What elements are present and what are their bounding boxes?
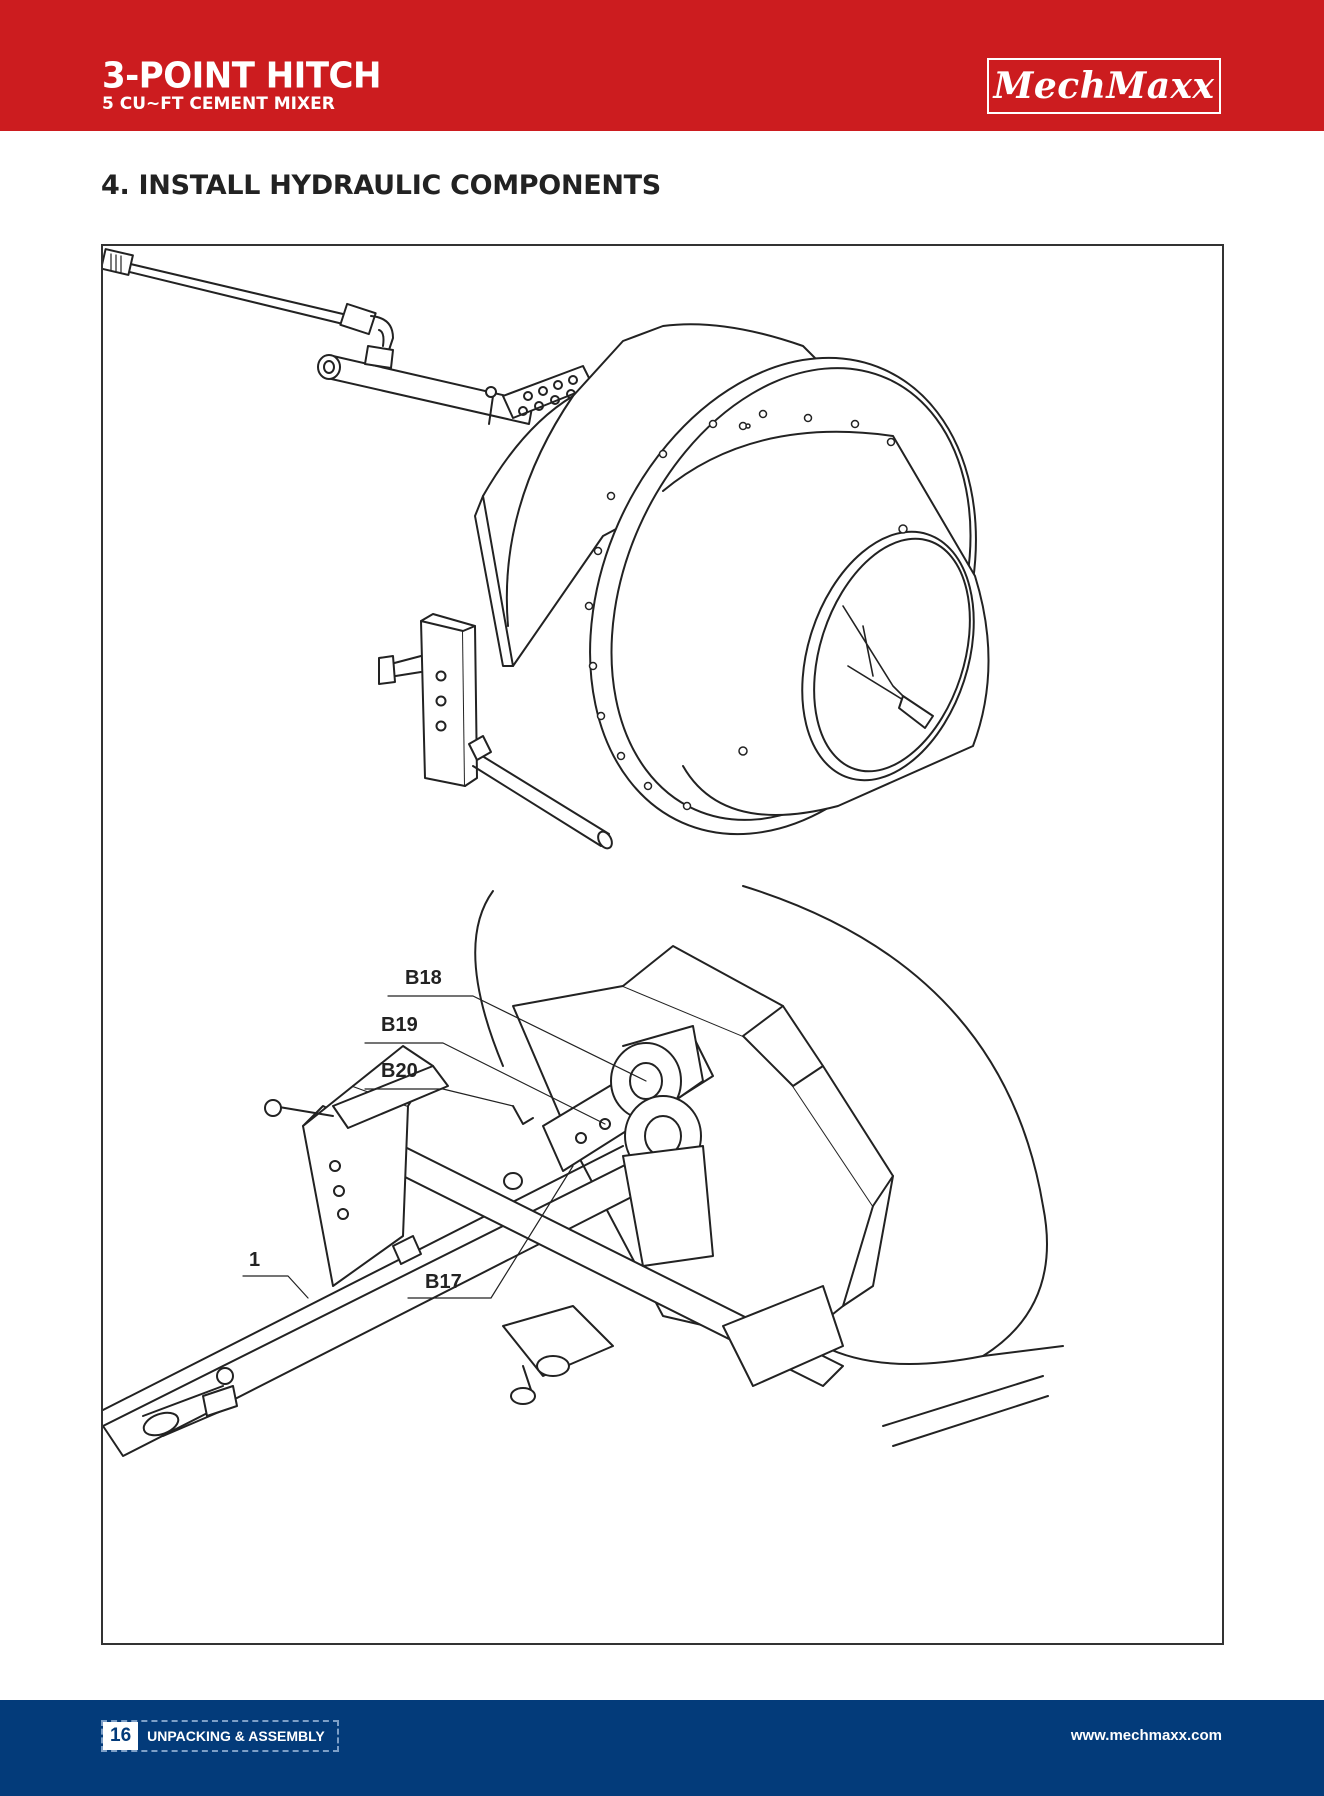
website-link[interactable]: www.mechmaxx.com <box>1071 1727 1222 1744</box>
brand-logo-text: MechMaxx <box>994 65 1215 107</box>
callout-b19: B19 <box>381 1014 418 1036</box>
mixer-mount-closeup <box>103 886 1063 1456</box>
callout-b18: B18 <box>405 967 442 989</box>
title-line-1: 3-POINT HITCH <box>102 58 381 94</box>
assembly-diagram: B18 B19 B20 1 B17 <box>101 244 1224 1645</box>
document-title: 3-POINT HITCH 5 CU~FT CEMENT MIXER <box>102 58 381 113</box>
brand-logo: MechMaxx <box>987 58 1221 114</box>
section-heading: 4. INSTALL HYDRAULIC COMPONENTS <box>101 170 661 201</box>
footer-section-label: UNPACKING & ASSEMBLY <box>138 1722 337 1750</box>
title-line-2: 5 CU~FT CEMENT MIXER <box>102 96 381 113</box>
page-number: 16 <box>103 1722 138 1750</box>
callout-b20: B20 <box>381 1060 418 1082</box>
callout-part-1: 1 <box>249 1249 260 1271</box>
page-indicator: 16 UNPACKING & ASSEMBLY <box>101 1720 339 1752</box>
mixer-top-view <box>103 249 1048 896</box>
callout-b17: B17 <box>425 1271 462 1293</box>
header-bar: 3-POINT HITCH 5 CU~FT CEMENT MIXER MechM… <box>0 0 1324 131</box>
